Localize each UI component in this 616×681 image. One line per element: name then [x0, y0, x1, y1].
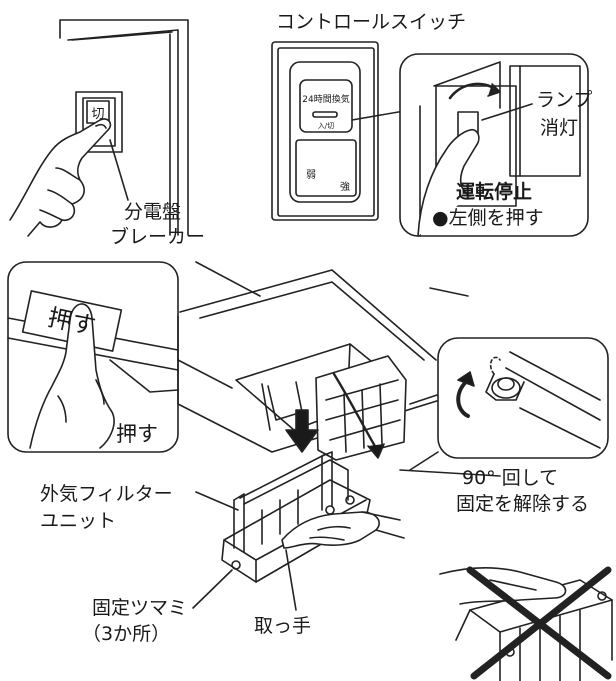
breaker-label-line2: ブレーカー — [110, 226, 206, 248]
control-switch-illustration — [271, 41, 411, 221]
push-inset-bubble — [7, 261, 233, 453]
lamp-label-line1: ランプ — [536, 89, 593, 111]
knob-label-line1: 固定ツマミ — [92, 597, 188, 619]
stop-title: 運転停止 — [456, 181, 533, 203]
switch-left-text: 弱 — [306, 169, 316, 181]
filter-unit-label-line2: ユニット — [40, 510, 117, 532]
stop-instruction: ●左側を押す — [432, 207, 544, 229]
switch-sub-text: 入/切 — [318, 122, 334, 130]
filter-unit-illustration — [192, 451, 405, 611]
switch-right-text: 強 — [340, 180, 350, 193]
switch-zoom-bubble — [399, 53, 589, 237]
switch-top-text: 24時間換気 — [302, 93, 349, 105]
control-switch-label: コントロールスイッチ — [276, 11, 467, 33]
rotate-label-line1: 90° 回して — [462, 467, 559, 489]
breaker-panel-illustration — [9, 19, 189, 237]
push-label: 押す — [116, 422, 158, 446]
breaker-label-line1: 分電盤 — [124, 201, 182, 223]
rotate-label-line2: 固定を解除する — [456, 493, 590, 515]
knob-label-line2: （3か所） — [82, 623, 171, 645]
rotate-zoom-bubble — [409, 337, 609, 471]
lamp-label-line2: 消灯 — [540, 117, 579, 139]
wrong-example-illustration — [439, 566, 613, 681]
breaker-switch-text: 切 — [91, 107, 104, 122]
filter-unit-label-line1: 外気フィルター — [40, 483, 173, 505]
handle-label: 取っ手 — [254, 615, 312, 637]
